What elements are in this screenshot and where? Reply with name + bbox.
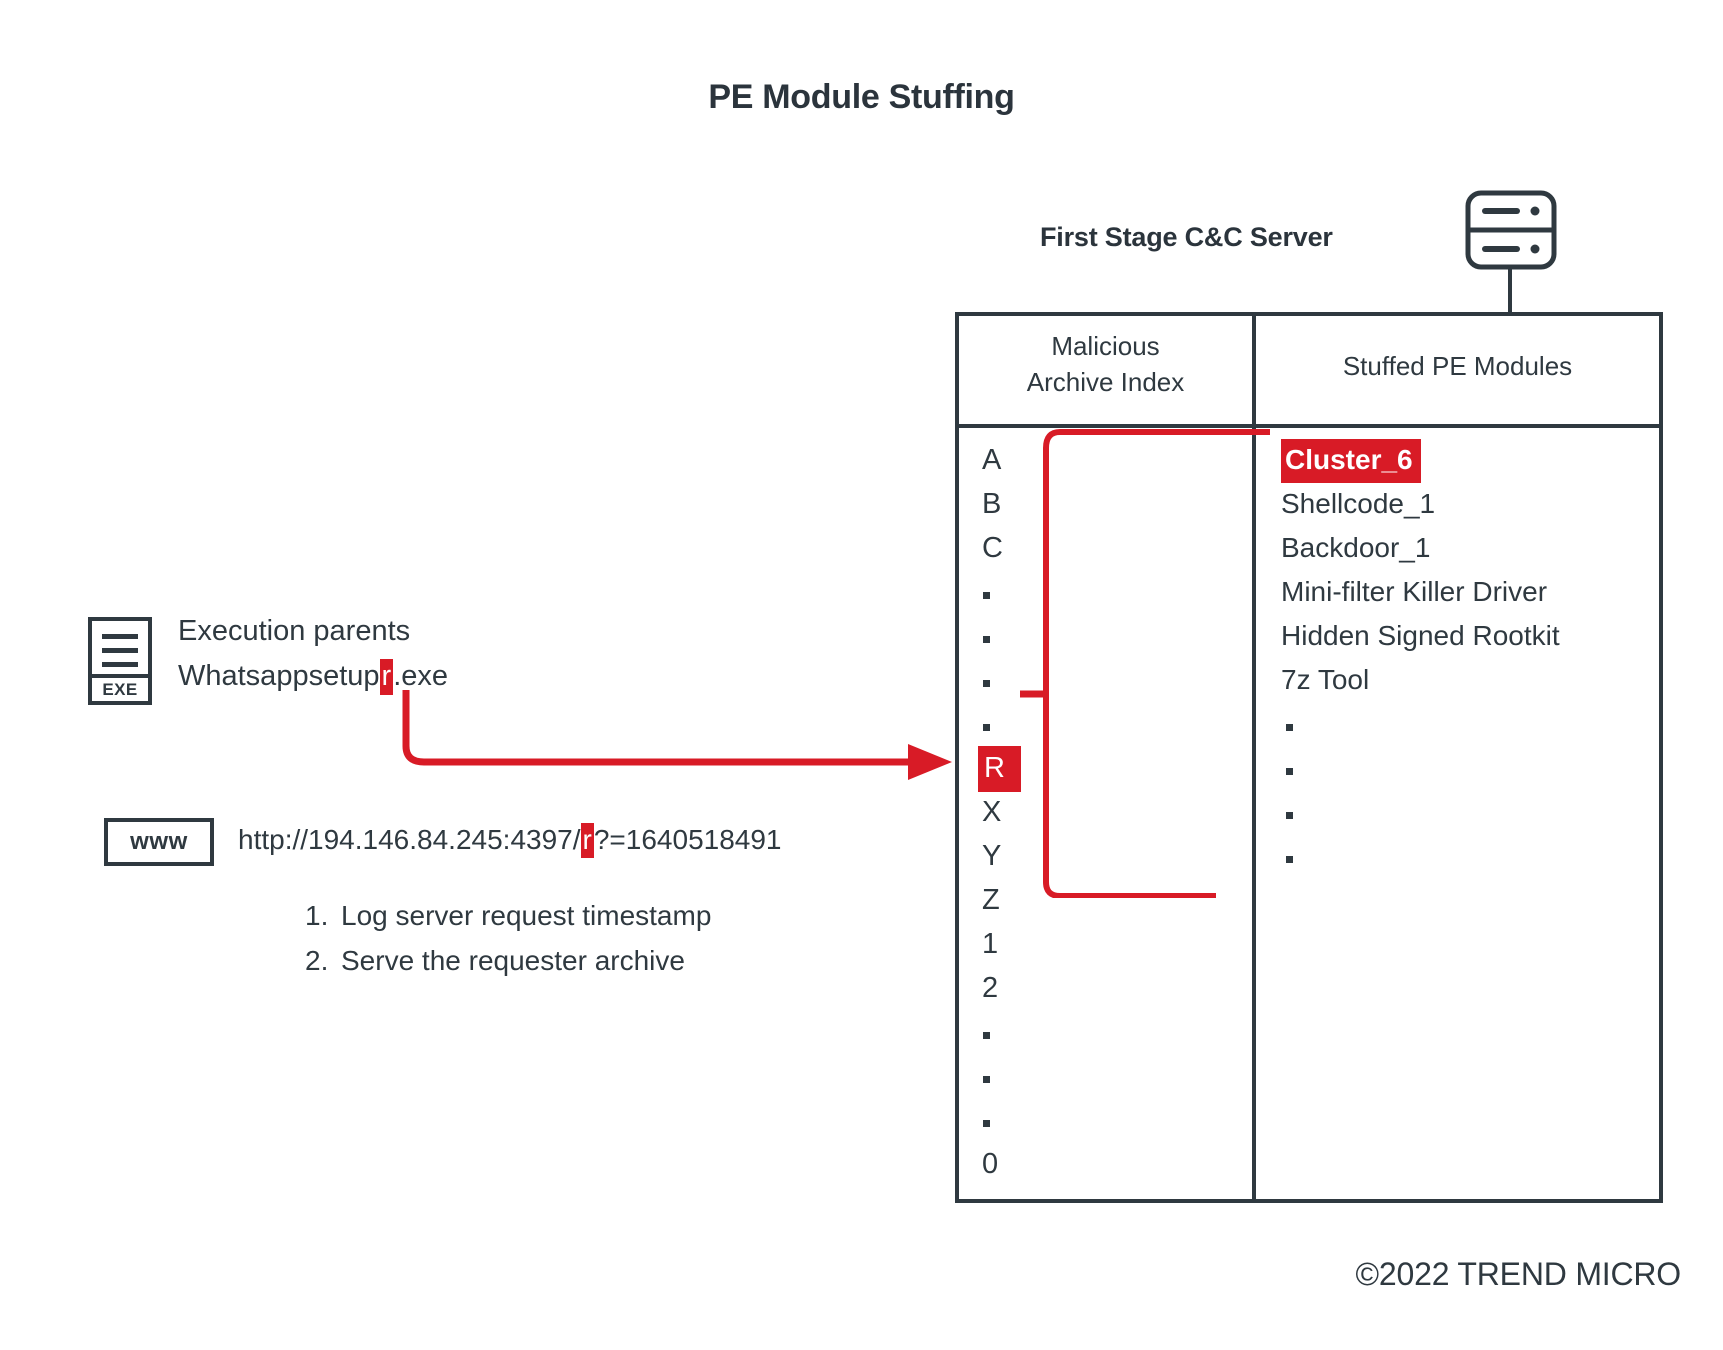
request-url: http://194.146.84.245:4397/r?=1640518491 — [238, 823, 782, 858]
execution-parents-filename: Whatsappsetupr.exe — [178, 659, 449, 695]
stuffed-module-row: 7z Tool — [1281, 658, 1661, 702]
server-icon — [1465, 190, 1557, 270]
server-label: First Stage C&C Server — [1040, 222, 1333, 252]
stuffed-module-row: Cluster_6 — [1281, 438, 1661, 483]
server-steps-list: 1. Log server request timestamp 2. Serve th… — [305, 893, 711, 983]
archive-index-row: C — [978, 526, 1218, 570]
server-step-text: Serve the requester archive — [341, 945, 685, 976]
archive-index-row: 1 — [978, 922, 1218, 966]
archive-index-row: 2 — [978, 966, 1218, 1010]
stuffed-module-row: Hidden Signed Rootkit — [1281, 614, 1661, 658]
exe-icon-line — [102, 662, 138, 667]
ellipsis-dot — [983, 1032, 990, 1039]
stuffed-module-row: Backdoor_1 — [1281, 526, 1661, 570]
stuffed-module-label: Hidden Signed Rootkit — [1281, 620, 1560, 651]
ellipsis-dot — [1286, 856, 1293, 863]
archive-index-row — [978, 1054, 1218, 1098]
archive-index-row: Z — [978, 878, 1218, 922]
page-title: PE Module Stuffing — [708, 78, 1015, 116]
server-connector-line — [1508, 268, 1512, 314]
server-step-text: Log server request timestamp — [341, 900, 712, 931]
ellipsis-dot — [983, 1120, 990, 1127]
archive-index-label: C — [982, 532, 1003, 564]
archive-index-label: Z — [982, 884, 1000, 916]
ellipsis-dot — [1286, 768, 1293, 775]
archive-index-row: X — [978, 790, 1218, 834]
ellipsis-dot — [983, 724, 990, 731]
archive-index-row: R — [978, 746, 1218, 792]
archive-index-row: A — [978, 438, 1218, 482]
copyright-footer: ©2022 TREND MICRO — [1355, 1256, 1682, 1292]
url-highlight-char: r — [580, 823, 594, 858]
archive-index-label: A — [982, 444, 1002, 476]
table-header-divider — [955, 424, 1663, 428]
archive-index-label: X — [982, 796, 1002, 828]
stuffed-module-label: Backdoor_1 — [1281, 532, 1431, 563]
exe-icon-line — [102, 648, 138, 653]
stuffed-module-row — [1281, 790, 1661, 834]
archive-index-label: Y — [982, 840, 1002, 872]
www-icon: www — [104, 818, 214, 866]
archive-index-row — [978, 570, 1218, 614]
stuffed-module-row — [1281, 702, 1661, 746]
archive-index-row — [978, 1010, 1218, 1054]
modules-table — [955, 312, 1663, 1203]
table-column-divider — [1252, 312, 1256, 1203]
stuffed-module-row: Mini-filter Killer Driver — [1281, 570, 1661, 614]
archive-index-label: R — [978, 746, 1021, 792]
server-step: 1. Log server request timestamp — [305, 893, 711, 938]
column-header-line1: Malicious — [1051, 331, 1160, 361]
exe-icon-label: EXE — [92, 674, 148, 701]
archive-index-label: 2 — [982, 972, 999, 1004]
server-step-number: 2. — [305, 945, 329, 976]
column-header-stuffed-modules: Stuffed PE Modules — [1342, 351, 1573, 381]
archive-index-row — [978, 658, 1218, 702]
archive-index-label: 1 — [982, 928, 999, 960]
stuffed-module-label: 7z Tool — [1281, 664, 1370, 695]
execution-parents-label: Execution parents — [178, 615, 411, 647]
archive-index-row — [978, 702, 1218, 746]
stuffed-module-row: Shellcode_1 — [1281, 482, 1661, 526]
url-suffix: ?=1640518491 — [593, 824, 782, 855]
connector-bracket-to-modules — [1020, 429, 1270, 898]
stuffed-module-label: Mini-filter Killer Driver — [1281, 576, 1548, 607]
url-prefix: http://194.146.84.245:4397/ — [238, 824, 581, 855]
stuffed-module-row — [1281, 834, 1661, 878]
server-step-number: 1. — [305, 900, 329, 931]
stuffed-module-label: Cluster_6 — [1281, 439, 1421, 483]
filename-highlight-char: r — [379, 659, 394, 695]
stuffed-module-row — [1281, 746, 1661, 790]
exe-icon-line — [102, 634, 138, 639]
archive-index-row: 0 — [978, 1142, 1218, 1186]
archive-index-label: 0 — [982, 1148, 999, 1180]
archive-index-row — [978, 1098, 1218, 1142]
ellipsis-dot — [1286, 812, 1293, 819]
filename-prefix: Whatsappsetup — [178, 660, 380, 692]
ellipsis-dot — [983, 680, 990, 687]
connector-arrow-to-index — [402, 690, 952, 780]
ellipsis-dot — [983, 1076, 990, 1083]
column-header-line2: Archive Index — [1026, 367, 1185, 397]
archive-index-row: B — [978, 482, 1218, 526]
exe-file-icon: EXE — [88, 617, 152, 705]
ellipsis-dot — [983, 636, 990, 643]
archive-index-row: Y — [978, 834, 1218, 878]
filename-suffix: .exe — [393, 660, 449, 692]
server-step: 2. Serve the requester archive — [305, 938, 711, 983]
column-header-archive-index: Malicious Archive Index — [959, 328, 1252, 400]
archive-index-row — [978, 614, 1218, 658]
ellipsis-dot — [1286, 724, 1293, 731]
ellipsis-dot — [983, 592, 990, 599]
archive-index-label: B — [982, 488, 1002, 520]
stuffed-module-label: Shellcode_1 — [1281, 488, 1436, 519]
